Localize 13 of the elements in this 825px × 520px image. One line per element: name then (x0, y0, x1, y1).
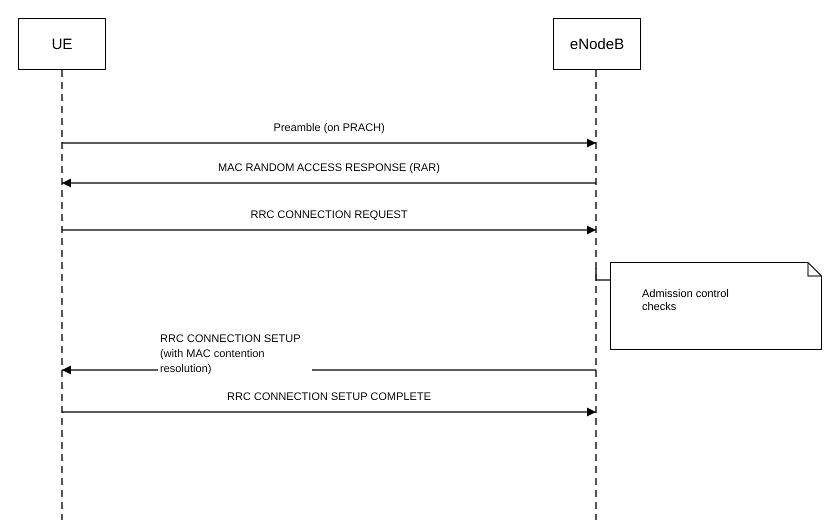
note-connector (595, 268, 611, 281)
note-box (610, 262, 822, 350)
message-label: RRC CONNECTION REQUEST (248, 208, 410, 223)
message-arrow (62, 138, 596, 148)
participant-box: UE (18, 18, 106, 70)
message-label: MAC RANDOM ACCESS RESPONSE (RAR) (216, 161, 442, 176)
message-label: Preamble (on PRACH) (272, 121, 387, 136)
message-arrow (62, 226, 596, 234)
message-arrow (62, 408, 596, 416)
message-label: RRC CONNECTION SETUP (with MAC contention resolution) (158, 332, 312, 377)
participant-box: eNodeB (553, 18, 641, 70)
message-arrow (62, 178, 596, 188)
note-text: Admission control checks (642, 288, 730, 314)
